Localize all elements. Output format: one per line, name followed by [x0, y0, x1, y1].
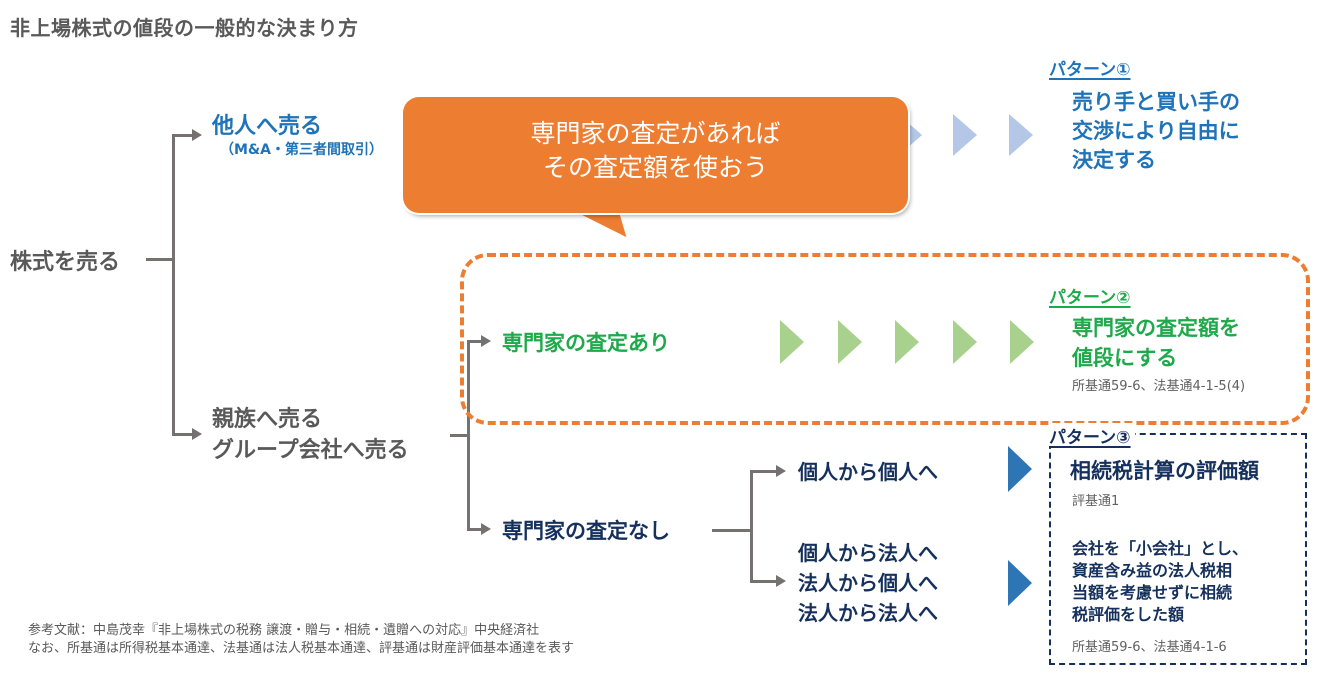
pattern3-result-a: 相続税計算の評価額 — [1070, 459, 1259, 483]
corp-case: 法人から法人へ — [798, 601, 938, 625]
chevron-right-icon — [780, 320, 804, 364]
result-line: 会社を「小会社」とし、 — [1072, 539, 1249, 558]
arrowhead-icon — [776, 575, 786, 587]
result-line: 決定する — [1072, 148, 1156, 172]
result-line: 交渉により自由に — [1072, 119, 1240, 143]
result-line: 資産含み益の法人税相 — [1072, 561, 1233, 580]
result-line: 売り手と買い手の — [1072, 90, 1240, 114]
connector-to-expert-yes — [467, 340, 483, 343]
pattern2-reference: 所基通59-6、法基通4-1-5(4) — [1072, 379, 1246, 394]
node-sell-to-family: 親族へ売る グループ会社へ売る — [212, 404, 409, 466]
pattern3-reference-b: 所基通59-6、法基通4-1-6 — [1072, 640, 1227, 655]
connector-family-vertical — [467, 340, 470, 530]
pattern2-label: パターン② — [1049, 288, 1131, 308]
callout-line1: 専門家の査定があれば — [530, 119, 781, 148]
node-expert-yes: 専門家の査定あり — [502, 331, 670, 355]
arrowhead-icon — [192, 129, 202, 141]
arrowhead-icon — [192, 428, 202, 440]
connector-to-others — [172, 134, 194, 137]
connector-to-indiv — [750, 470, 778, 473]
expert-highlight-box — [460, 253, 1310, 425]
footnote-reference: 参考文献：中島茂幸『非上場株式の税務 譲渡・贈与・相続・遺贈への対応』中央経済社 — [28, 623, 540, 638]
pattern3-reference-a: 評基通1 — [1072, 494, 1120, 509]
pattern1-label: パターン① — [1049, 60, 1131, 80]
chevron-right-icon — [1010, 320, 1034, 364]
pattern3-box — [1049, 433, 1307, 665]
result-line: 税評価をした額 — [1072, 605, 1185, 624]
root-node: 株式を売る — [10, 250, 121, 275]
callout-text: 専門家の査定があれば その査定額を使おう — [403, 117, 908, 185]
footnote: 参考文献：中島茂幸『非上場株式の税務 譲渡・贈与・相続・遺贈への対応』中央経済社… — [28, 622, 574, 658]
chevron-right-icon — [953, 114, 977, 156]
result-line: 値段にする — [1072, 346, 1178, 370]
corp-case: 法人から個人へ — [798, 571, 938, 595]
connector-to-corp — [750, 580, 778, 583]
connector-expert-no — [712, 529, 752, 532]
node-family-line2: グループ会社へ売る — [212, 438, 409, 463]
chevron-right-icon — [1009, 114, 1033, 156]
pattern3-label: パターン③ — [1049, 423, 1135, 448]
callout-bubble: 専門家の査定があれば その査定額を使おう — [403, 97, 908, 213]
result-line: 当額を考慮せずに相続 — [1072, 583, 1233, 602]
connector-to-expert-no — [467, 528, 483, 531]
connector-family — [450, 434, 470, 437]
chevron-right-icon — [1008, 560, 1032, 606]
chevron-right-icon — [838, 320, 862, 364]
corp-case: 個人から法人へ — [798, 541, 938, 565]
arrowhead-icon — [481, 335, 491, 347]
callout-line2: その査定額を使おう — [542, 153, 768, 182]
chevron-right-icon — [1008, 446, 1032, 492]
result-line: 専門家の査定額を — [1072, 316, 1240, 340]
footnote-abbreviations: なお、所基通は所得税基本通達、法基通は法人税基本通達、評基通は財産評価基本通達を… — [28, 641, 575, 656]
pattern2-result: 専門家の査定額を 値段にする — [1072, 313, 1240, 373]
connector-root — [146, 258, 174, 261]
connector-expert-no-vertical — [750, 470, 753, 582]
connector-root-vertical — [172, 134, 175, 436]
arrowhead-icon — [776, 465, 786, 477]
chevron-right-icon — [895, 320, 919, 364]
chevron-right-icon — [953, 320, 977, 364]
page-title: 非上場株式の値段の一般的な決まり方 — [10, 16, 359, 40]
arrowhead-icon — [481, 523, 491, 535]
node-expert-no: 専門家の査定なし — [502, 519, 670, 543]
pattern1-result: 売り手と買い手の 交渉により自由に 決定する — [1072, 88, 1240, 175]
connector-to-family — [172, 433, 194, 436]
node-indiv-to-indiv: 個人から個人へ — [798, 460, 938, 484]
node-corp-cases: 個人から法人へ 法人から個人へ 法人から法人へ — [798, 538, 938, 628]
node-sell-to-others: 他人へ売る — [212, 114, 323, 139]
node-family-line1: 親族へ売る — [212, 407, 323, 432]
node-sell-to-others-sub: （M&A・第三者間取引） — [220, 142, 383, 158]
pattern3-result-b: 会社を「小会社」とし、 資産含み益の法人税相 当額を考慮せずに相続 税評価をした… — [1072, 538, 1248, 626]
